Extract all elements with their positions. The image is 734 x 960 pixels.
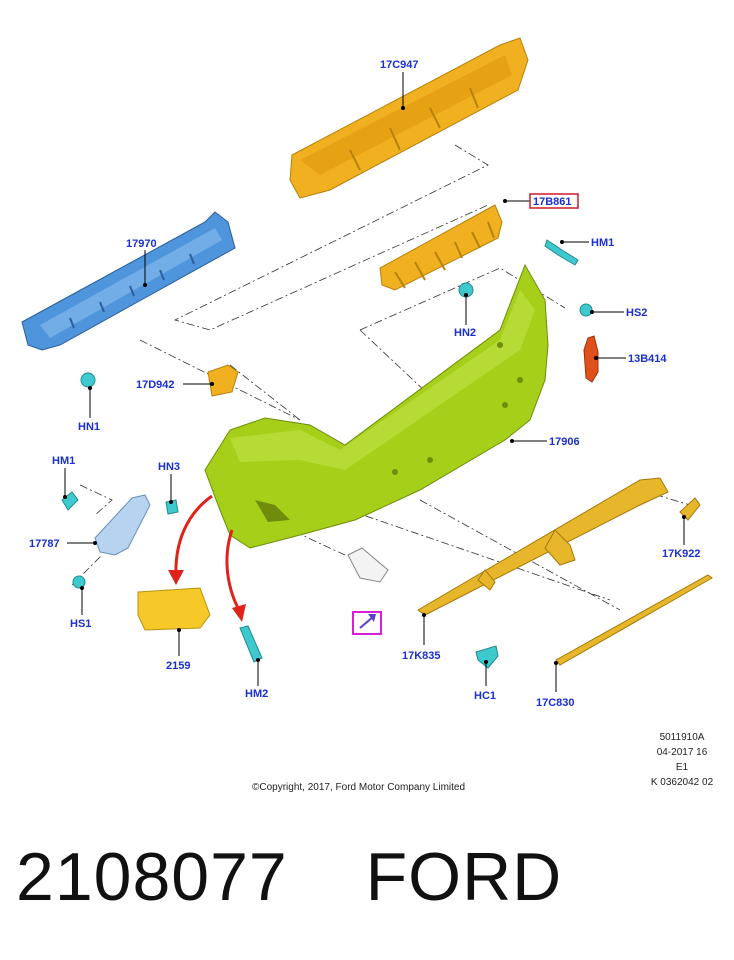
label-HM1-top: HM1 bbox=[591, 237, 614, 249]
label-HM2: HM2 bbox=[245, 688, 268, 700]
highlight-box-17B861 bbox=[529, 193, 579, 209]
meta-line-3: E1 bbox=[675, 762, 689, 773]
label-17B861[interactable]: 17B861 bbox=[533, 196, 572, 208]
leader-lines bbox=[63, 72, 686, 692]
meta-line-2: 04-2017 16 bbox=[656, 747, 708, 758]
footer-brand: FORD bbox=[365, 839, 563, 915]
fastener-HS1[interactable] bbox=[72, 575, 86, 589]
label-2159: 2159 bbox=[166, 660, 190, 672]
footer-caption: 2108077 FORD bbox=[16, 838, 562, 916]
meta-line-4: K 0362042 02 bbox=[650, 777, 714, 788]
bracket-17D942[interactable] bbox=[207, 364, 239, 397]
fastener-HS2[interactable] bbox=[579, 303, 593, 317]
trim-strip-17C830[interactable] bbox=[555, 574, 713, 666]
part-labels: 17C947 17B861 17970 HM1 HN2 HS2 13B414 1… bbox=[29, 59, 701, 709]
label-17C830: 17C830 bbox=[536, 697, 575, 709]
footer-part-number: 2108077 bbox=[16, 839, 288, 915]
label-HS1: HS1 bbox=[70, 618, 91, 630]
bracket-17787[interactable] bbox=[94, 494, 151, 556]
sensor-reference-box[interactable] bbox=[352, 611, 382, 635]
label-HS2: HS2 bbox=[626, 307, 647, 319]
label-17D942: 17D942 bbox=[136, 379, 175, 391]
fastener-HM2[interactable] bbox=[239, 625, 263, 663]
label-17787: 17787 bbox=[29, 538, 60, 550]
label-17970: 17970 bbox=[126, 238, 157, 250]
label-HC1: HC1 bbox=[474, 690, 496, 702]
bumper-beam-17970[interactable] bbox=[21, 211, 236, 351]
bumper-cover-17906[interactable] bbox=[204, 263, 549, 549]
valance-17K835[interactable] bbox=[417, 477, 669, 616]
parts-diagram: 17C947 17B861 17970 HM1 HN2 HS2 13B414 1… bbox=[21, 37, 713, 709]
label-HN2: HN2 bbox=[454, 327, 476, 339]
copyright-text: ©Copyright, 2017, Ford Motor Company Lim… bbox=[252, 782, 466, 793]
fastener-HN1[interactable] bbox=[80, 372, 96, 388]
label-HN3: HN3 bbox=[158, 461, 180, 473]
label-17906: 17906 bbox=[549, 436, 580, 448]
label-17K835: 17K835 bbox=[402, 650, 441, 662]
label-HN1: HN1 bbox=[78, 421, 100, 433]
label-13B414: 13B414 bbox=[628, 353, 667, 365]
label-17K922: 17K922 bbox=[662, 548, 701, 560]
fastener-HM1-left[interactable] bbox=[61, 491, 79, 511]
sensor-cover[interactable] bbox=[347, 547, 389, 583]
bracket-17B861[interactable] bbox=[379, 204, 503, 291]
fastener-HC1[interactable] bbox=[475, 645, 499, 669]
label-17C947: 17C947 bbox=[380, 59, 419, 71]
bracket-2159[interactable] bbox=[137, 587, 211, 631]
fastener-HM1-top[interactable] bbox=[544, 239, 579, 266]
fastener-HN3[interactable] bbox=[165, 499, 179, 515]
energy-absorber-17C947[interactable] bbox=[289, 37, 529, 199]
red-arrows bbox=[168, 494, 246, 622]
meta-line-1: 5011910A bbox=[659, 732, 705, 743]
assembly-lines bbox=[71, 144, 691, 611]
reflector-13B414[interactable] bbox=[583, 335, 599, 383]
label-HM1-left: HM1 bbox=[52, 455, 75, 467]
diagram-meta: 5011910A 04-2017 16 E1 K 0362042 02 bbox=[642, 730, 722, 790]
